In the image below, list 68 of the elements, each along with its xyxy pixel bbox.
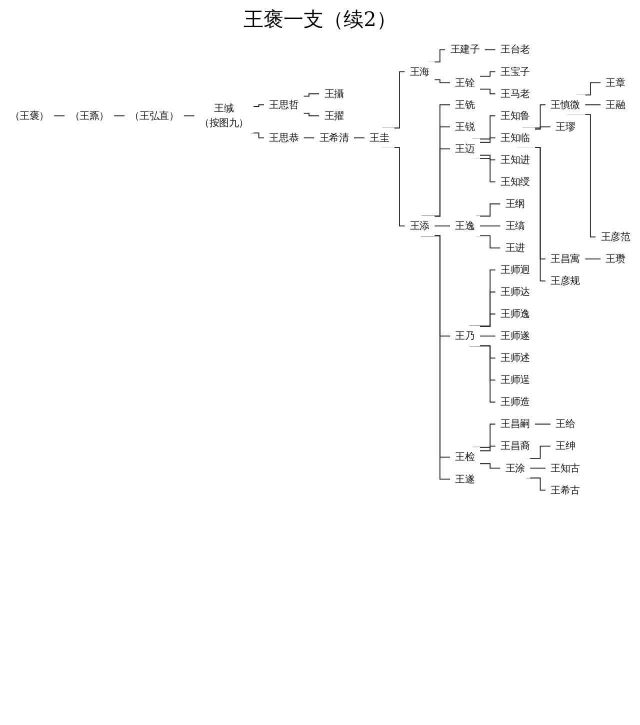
node-text: 王知古 — [550, 462, 580, 474]
node-text: 王建子 — [450, 44, 480, 56]
connector — [584, 258, 602, 260]
connector — [53, 115, 66, 116]
node-text: 王彦范 — [600, 230, 630, 242]
node-text: 王师逞 — [500, 374, 530, 386]
connector — [113, 115, 126, 116]
node-text: 王铣 — [455, 98, 475, 110]
connector — [303, 137, 315, 138]
node-text: 王融 — [606, 98, 626, 110]
connector — [434, 79, 451, 84]
node-text: 王师逸 — [500, 308, 530, 320]
node-text: 王师迥 — [500, 264, 530, 276]
node-text: 王思恭 — [269, 132, 299, 144]
connector — [534, 126, 552, 130]
node-text: （王褒） — [10, 110, 49, 122]
connector — [434, 225, 451, 226]
connector — [534, 424, 552, 425]
node-text: 王昌嗣 — [500, 418, 530, 430]
connector — [479, 154, 496, 160]
connector — [529, 468, 546, 469]
connector — [479, 71, 496, 77]
node-text: （王鼒） — [70, 110, 109, 122]
node-text: 王宝子 — [500, 66, 530, 78]
diagram-title: 王褒一支（续2） — [242, 6, 398, 33]
node-text: 王知绶 — [500, 176, 530, 188]
node-text: 王昌寓 — [550, 252, 580, 264]
connector — [183, 115, 196, 116]
node-text: 王缟 — [505, 220, 525, 232]
node-text: 王彦规 — [550, 274, 580, 286]
node-text: 王攝 — [324, 88, 344, 100]
connector — [250, 132, 265, 138]
node-text: 王遂 — [455, 473, 475, 485]
node-text: 王希清 — [319, 132, 349, 144]
node-text: 王绅 — [556, 440, 576, 452]
node-text: 王缄 （按图九） — [199, 102, 248, 129]
node-text: （王弘直） — [130, 110, 179, 122]
node-text: 王昌裔 — [500, 440, 530, 452]
node-text: 王知鲁 — [500, 110, 530, 122]
node-text: 王章 — [606, 76, 626, 88]
node-text: 王给 — [556, 418, 576, 430]
connector — [303, 93, 320, 97]
connector — [353, 137, 366, 138]
connector — [479, 225, 501, 226]
node-text: 王进 — [505, 242, 525, 254]
node-text: 王知进 — [500, 154, 530, 166]
node-text: 王马老 — [500, 88, 530, 100]
connector — [479, 137, 496, 143]
node-text: 王璆 — [556, 120, 576, 132]
node-text: 王希古 — [550, 484, 580, 496]
node-text: 王思哲 — [269, 98, 299, 110]
connector — [479, 88, 496, 94]
connector — [252, 104, 265, 107]
node-text: 王锐 — [455, 120, 475, 132]
node-text: 王铨 — [455, 76, 475, 88]
node-text: 王擢 — [324, 110, 344, 122]
connector — [584, 104, 602, 106]
node-text: 王纲 — [505, 198, 525, 210]
connector — [479, 463, 501, 469]
connector — [484, 49, 496, 50]
node-text: 王师达 — [500, 286, 530, 298]
node-text: 王瓒 — [606, 252, 626, 264]
node-text: 王师造 — [500, 396, 530, 408]
connector — [303, 112, 320, 116]
connector — [479, 446, 496, 452]
node-text: 王师述 — [500, 352, 530, 364]
node-text: 王师遂 — [500, 330, 530, 342]
node-text: 王台老 — [500, 44, 530, 56]
